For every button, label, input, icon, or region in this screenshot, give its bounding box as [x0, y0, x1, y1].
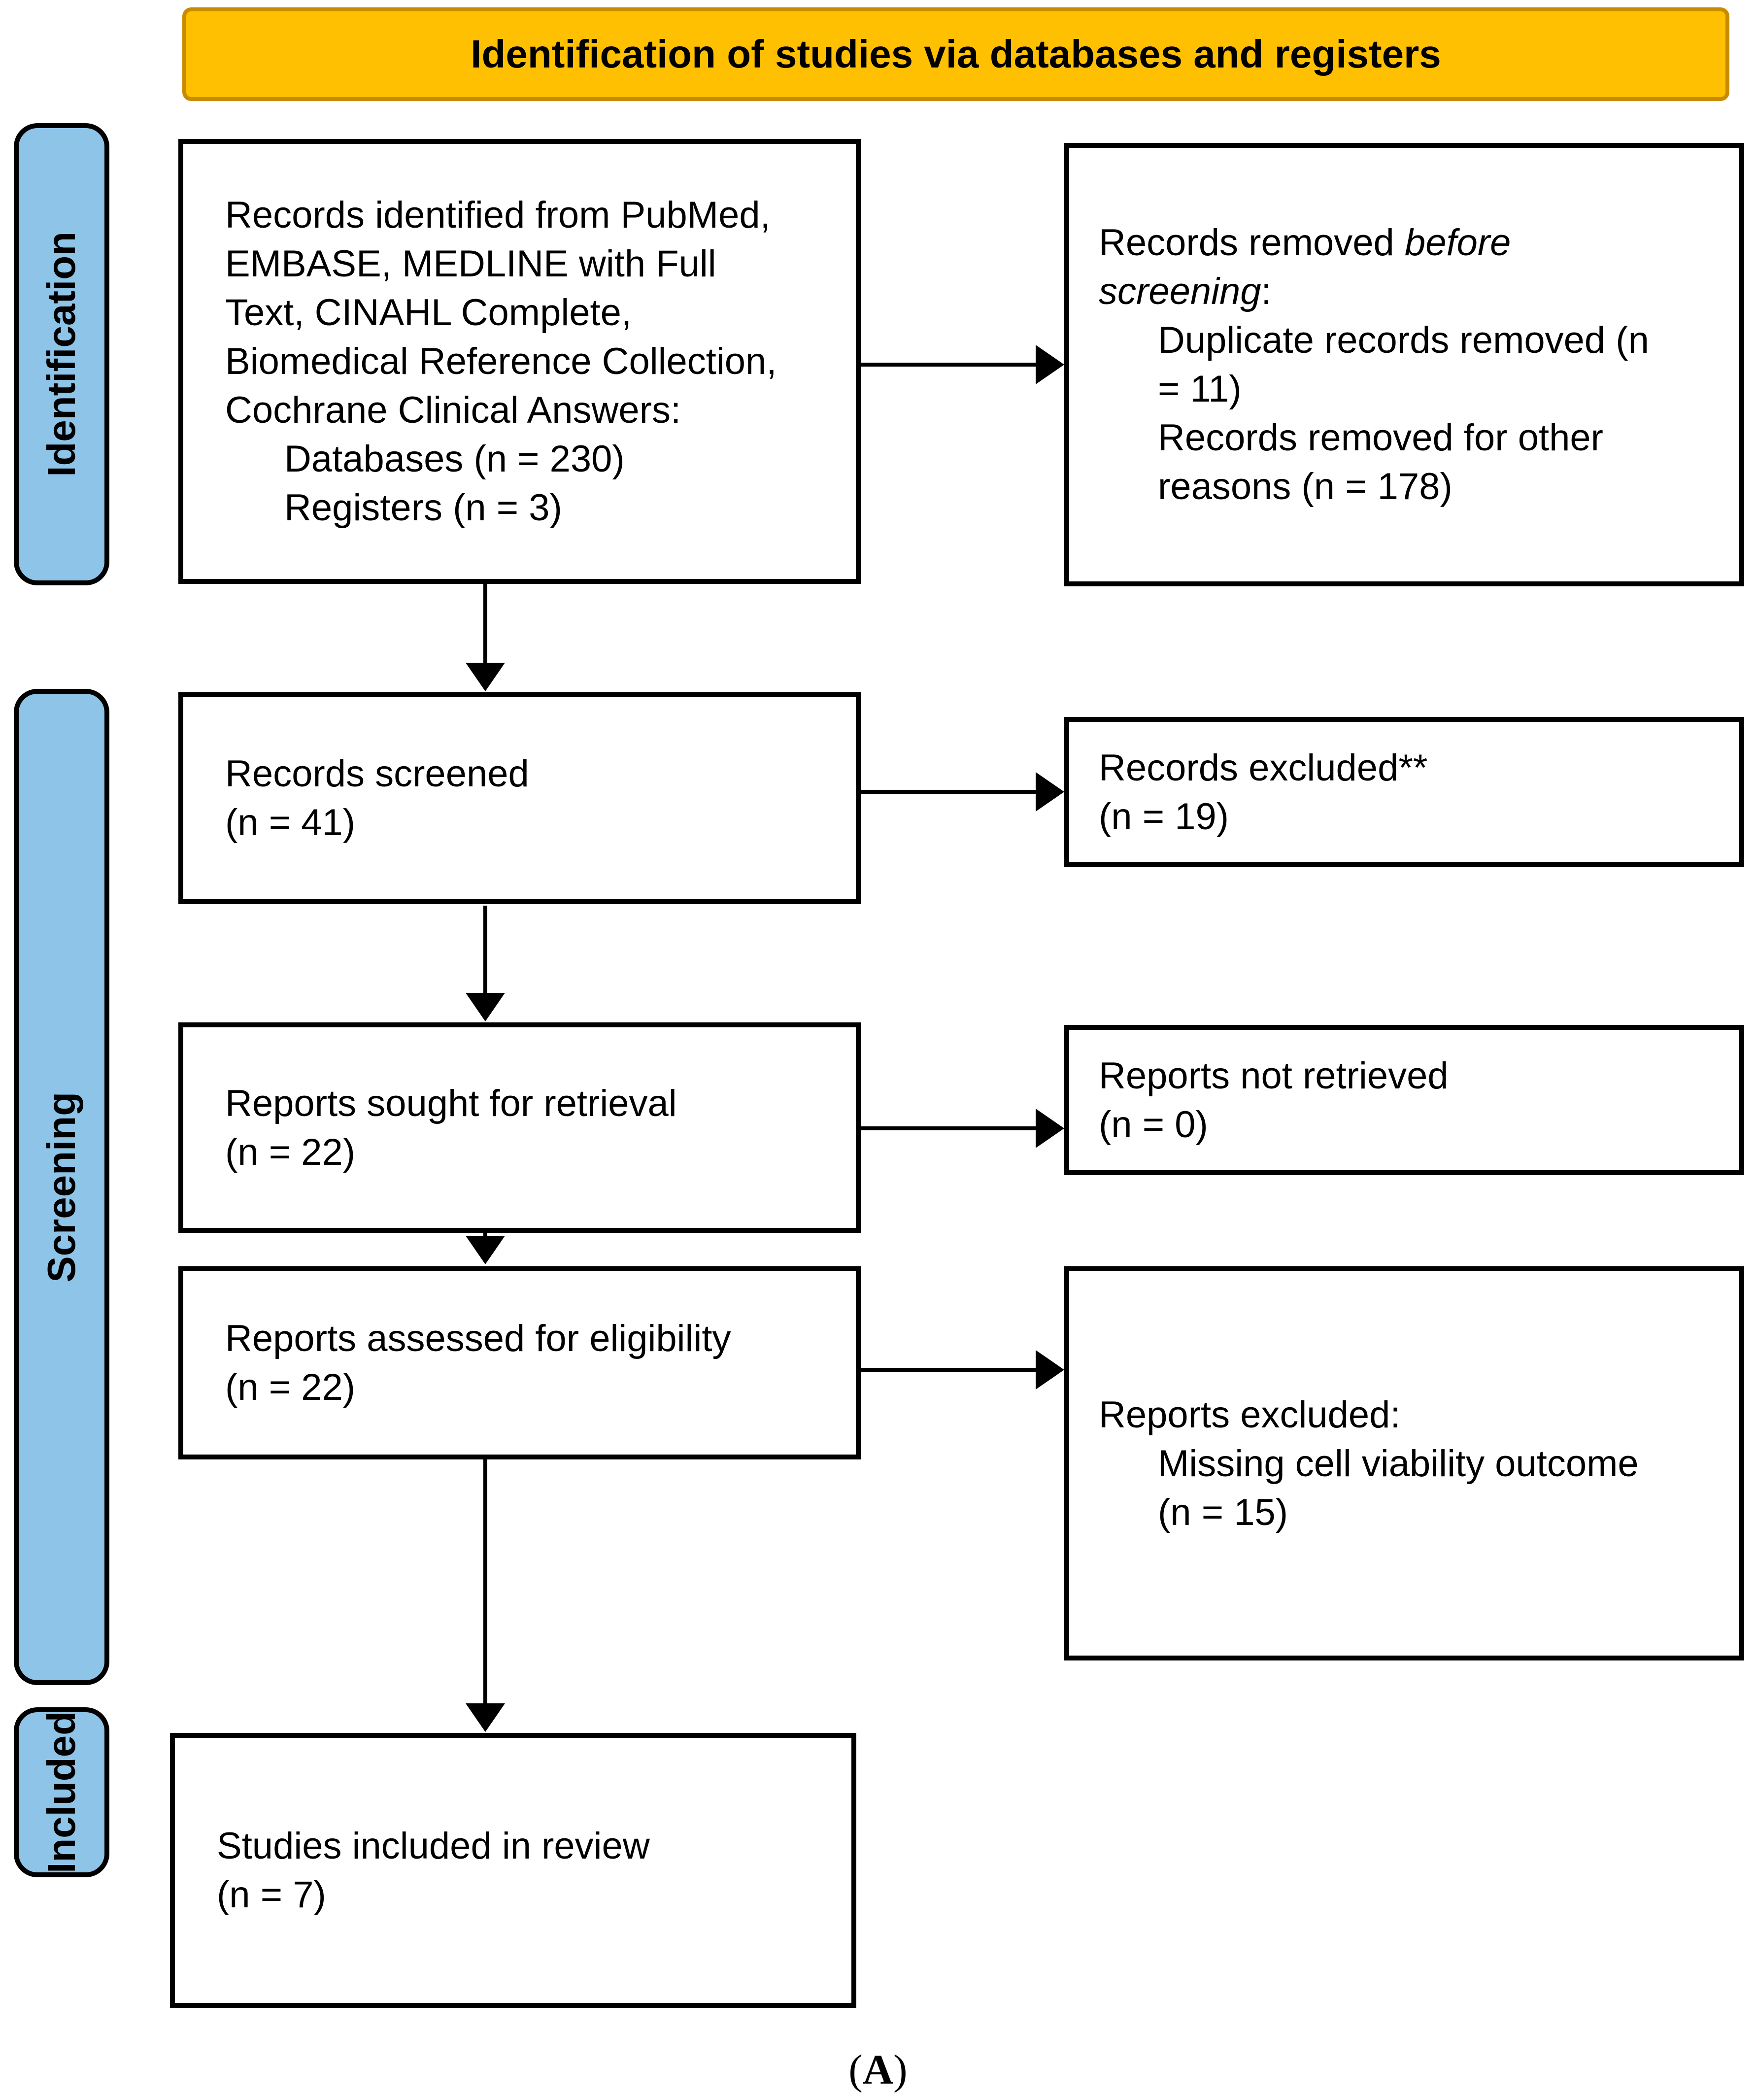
phase-label-screening-text: Screening	[39, 1091, 83, 1283]
box-text-line: Duplicate records removed (n	[1158, 319, 1649, 361]
diagram-title: Identification of studies via databases …	[471, 32, 1441, 76]
box-reports-sought: Reports sought for retrieval (n = 22)	[178, 1022, 861, 1233]
arrow-shaft	[861, 363, 1038, 367]
arrowhead-right-icon	[1036, 345, 1064, 384]
arrowhead-right-icon	[1036, 772, 1064, 812]
box-text-line: Cochrane Clinical Answers:	[225, 389, 681, 431]
box-text-line: (n = 0)	[1099, 1103, 1208, 1146]
arrow-shaft	[483, 1459, 487, 1705]
box-text-line: Reports sought for retrieval	[225, 1082, 677, 1124]
box-text-line: Text, CINAHL Complete,	[225, 292, 632, 334]
box-text-line: EMBASE, MEDLINE with Full	[225, 243, 716, 285]
box-text-line: screening:	[1099, 271, 1272, 312]
arrow-shaft	[483, 906, 487, 994]
box-text-line: Missing cell viability outcome	[1158, 1442, 1639, 1485]
box-text-line: Records excluded**	[1099, 746, 1428, 789]
box-text-line: Records removed for other	[1158, 417, 1603, 459]
box-reports-not-retrieved: Reports not retrieved (n = 0)	[1064, 1025, 1744, 1175]
box-text-line: Reports excluded:	[1099, 1393, 1401, 1436]
arrowhead-down-icon	[466, 1236, 505, 1264]
phase-label-identification: Identification	[14, 123, 109, 585]
arrow-shaft	[861, 1368, 1038, 1372]
arrowhead-right-icon	[1036, 1350, 1064, 1389]
phase-label-included-text: Included	[39, 1711, 83, 1873]
arrowhead-down-icon	[466, 1703, 505, 1732]
box-records-removed: Records removed before screening: Duplicat…	[1064, 143, 1744, 586]
box-text-line: (n = 22)	[225, 1366, 356, 1408]
box-studies-included: Studies included in review (n = 7)	[170, 1733, 856, 2008]
phase-label-screening: Screening	[14, 689, 109, 1685]
arrow-shaft	[861, 1126, 1038, 1130]
arrowhead-down-icon	[466, 663, 505, 691]
phase-label-identification-text: Identification	[39, 232, 83, 477]
box-text-line: Databases (n = 230)	[284, 438, 625, 480]
caption-open-paren: (	[848, 2046, 863, 2093]
phase-label-included: Included	[14, 1707, 109, 1877]
caption-close-paren: )	[893, 2046, 908, 2093]
arrow-shaft	[483, 1233, 487, 1238]
figure-caption: (A)	[0, 2045, 1756, 2094]
box-text-line: (n = 15)	[1158, 1491, 1288, 1533]
arrow-shaft	[483, 584, 487, 664]
box-text-line: (n = 22)	[225, 1131, 356, 1173]
arrowhead-down-icon	[466, 993, 505, 1021]
caption-letter: A	[862, 2046, 894, 2093]
box-text-line: reasons (n = 178)	[1158, 466, 1452, 508]
diagram-title-banner: Identification of studies via databases …	[182, 7, 1729, 101]
box-text-line: Records identified from PubMed,	[225, 194, 771, 236]
box-records-screened: Records screened (n = 41)	[178, 692, 861, 904]
box-text-line: (n = 41)	[225, 802, 356, 844]
box-reports-assessed: Reports assessed for eligibility (n = 22)	[178, 1266, 861, 1459]
box-text-line: Registers (n = 3)	[284, 487, 562, 529]
arrow-shaft	[861, 790, 1038, 794]
box-text-line: Biomedical Reference Collection,	[225, 340, 777, 382]
box-text-line: Records screened	[225, 753, 529, 795]
box-text-line: Reports not retrieved	[1099, 1054, 1449, 1097]
box-text-line: = 11)	[1158, 368, 1242, 410]
box-text-line: Studies included in review	[217, 1825, 650, 1867]
box-records-identified: Records identified from PubMed, EMBASE, M…	[178, 139, 861, 584]
box-reports-excluded: Reports excluded: Missing cell viability …	[1064, 1266, 1744, 1660]
box-text-line: (n = 7)	[217, 1874, 326, 1916]
arrowhead-right-icon	[1036, 1109, 1064, 1148]
box-text-line: (n = 19)	[1099, 795, 1229, 838]
box-text-line: Records removed before	[1099, 222, 1511, 264]
box-text-line: Reports assessed for eligibility	[225, 1318, 731, 1359]
box-records-excluded: Records excluded** (n = 19)	[1064, 717, 1744, 867]
